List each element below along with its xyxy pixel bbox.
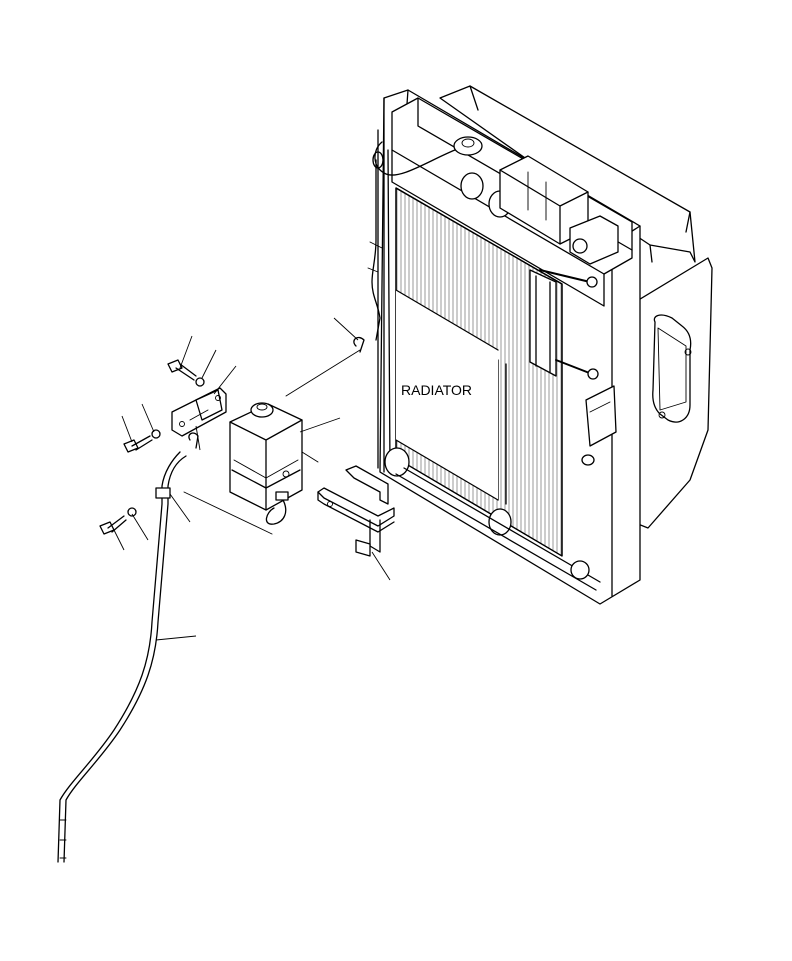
overflow-tube — [57, 451, 187, 863]
hose-clip-middle — [188, 432, 199, 449]
radiator-lower-outlet — [488, 508, 512, 536]
tube-clamp — [155, 487, 171, 499]
radiator-assembly: RADIATOR — [367, 85, 713, 605]
callout-leaders — [113, 317, 391, 641]
radiator-label: RADIATOR — [401, 382, 472, 398]
bolt-set-lower — [99, 507, 137, 535]
hose-clip-upper — [353, 336, 365, 353]
tank-bracket — [317, 465, 395, 557]
radiator-inlet — [460, 172, 484, 200]
radiator-lower-inlet — [384, 447, 410, 477]
bolt-set-upper — [167, 359, 205, 387]
radiator-filler-cap — [453, 136, 483, 156]
overflow-hose-link — [285, 349, 361, 397]
mounting-plate — [171, 387, 227, 437]
bolt-set-middle — [123, 429, 161, 453]
reserve-tank — [229, 402, 303, 525]
